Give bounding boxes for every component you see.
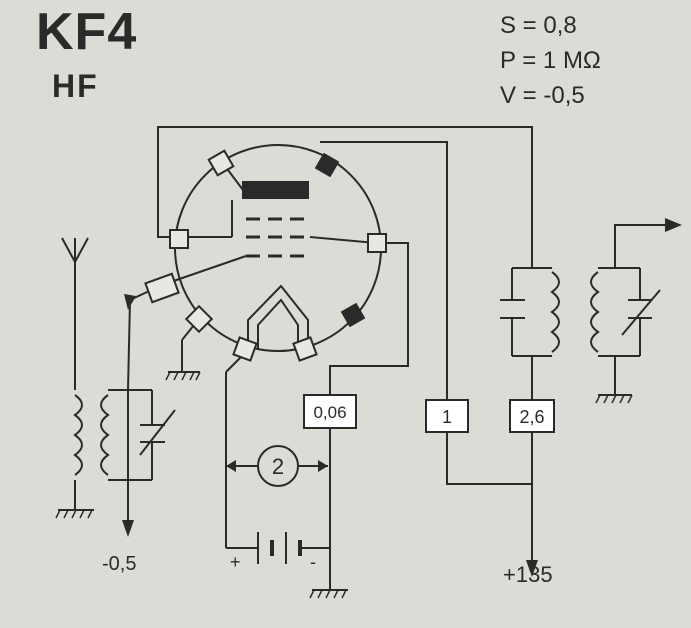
grid-coil	[100, 394, 110, 476]
pin-3	[367, 233, 387, 253]
grid-bias-label: -0,5	[102, 553, 136, 575]
pin-6	[144, 272, 180, 304]
filament	[247, 284, 309, 350]
param-transconductance: S = 0,8	[500, 12, 577, 39]
heater-voltage-circle	[257, 445, 299, 487]
filament-resistor-value: 0,06	[313, 403, 346, 422]
antenna-coil	[73, 394, 83, 476]
battery-minus-label: -	[310, 552, 316, 572]
plate-resistor-box	[509, 399, 555, 433]
output-coil	[590, 271, 600, 353]
grid-lines	[246, 217, 310, 258]
pin-top-right	[314, 152, 340, 178]
screen-resistor-value: 1	[442, 407, 452, 427]
plate-resistor-value: 2,6	[519, 407, 544, 427]
pin-5	[292, 336, 318, 362]
param-bias: V = -0,5	[500, 82, 585, 109]
filament-resistor-box	[303, 394, 357, 429]
plate-supply-label: +135	[503, 562, 553, 587]
pin-lower-right	[340, 302, 366, 328]
screen-resistor-box	[425, 399, 469, 433]
plate-coil	[550, 271, 560, 353]
tube-type: HF	[52, 68, 99, 104]
heater-voltage-value: 2	[272, 454, 284, 479]
pin-2	[169, 229, 189, 249]
param-resistance: P = 1 MΩ	[500, 47, 601, 74]
battery-plus-label: +	[230, 552, 241, 572]
pin-7	[184, 304, 214, 334]
anode-plate	[242, 181, 309, 199]
pin-1	[207, 149, 235, 177]
pin-4	[232, 336, 258, 362]
tube-name: KF4	[36, 3, 138, 61]
